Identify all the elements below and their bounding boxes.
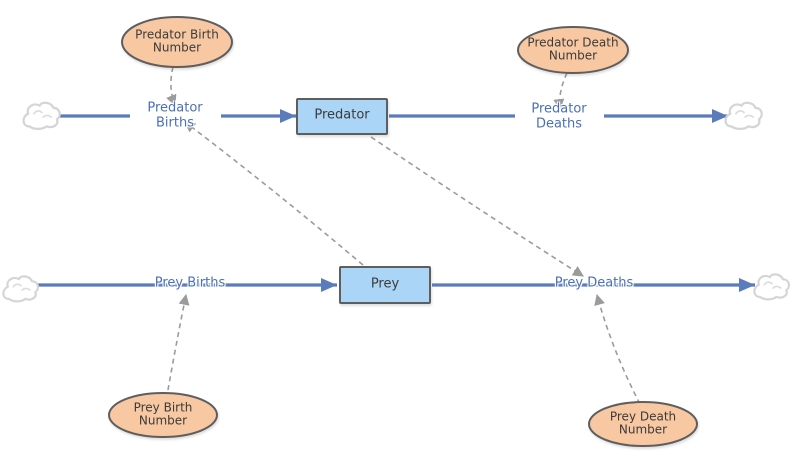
- converter-predator-birth-number[interactable]: [121, 16, 233, 68]
- converter-prey-birth-number-label: Prey Birth Number: [133, 400, 193, 428]
- flow-predator-deaths-label[interactable]: Predator Deaths: [531, 101, 587, 131]
- stock-prey-label: Prey: [370, 276, 400, 292]
- converter-predator-birth-number-label: Predator Birth Number: [135, 27, 219, 55]
- converter-prey-birth-number[interactable]: [108, 392, 218, 438]
- stock-predator[interactable]: [296, 98, 388, 135]
- flow-predator-births-label[interactable]: Predator Births: [147, 100, 203, 130]
- converter-predator-death-number[interactable]: [517, 26, 629, 74]
- connector-prey-to-predator-births[interactable]: [184, 121, 364, 266]
- stock-predator-label: Predator: [314, 107, 370, 123]
- flow-prey-births-label[interactable]: Prey Births: [154, 275, 226, 291]
- connector-prey-death-number-to-prey-deaths[interactable]: [594, 293, 641, 405]
- flow-lines: [37, 109, 755, 292]
- converter-prey-death-number[interactable]: [588, 401, 698, 447]
- predator-deaths-sink-cloud-icon[interactable]: [724, 101, 763, 131]
- connector-prey-birth-number-to-prey-births[interactable]: [167, 293, 190, 391]
- predator-births-source-cloud-icon[interactable]: [22, 101, 61, 131]
- prey-deaths-sink-cloud-icon[interactable]: [753, 273, 791, 301]
- prey-births-source-cloud-icon[interactable]: [2, 275, 40, 303]
- connector-predator-to-prey-deaths[interactable]: [370, 136, 584, 277]
- connector-predator-death-number-to-predator-deaths[interactable]: [553, 72, 568, 111]
- influence-connectors: [166, 66, 641, 405]
- connector-predator-birth-number-to-predator-births[interactable]: [166, 66, 177, 107]
- flow-prey-deaths-label[interactable]: Prey Deaths: [554, 275, 634, 291]
- converter-prey-death-number-label: Prey Death Number: [609, 409, 677, 437]
- converter-predator-death-number-label: Predator Death Number: [527, 35, 619, 63]
- stock-prey[interactable]: [339, 266, 431, 304]
